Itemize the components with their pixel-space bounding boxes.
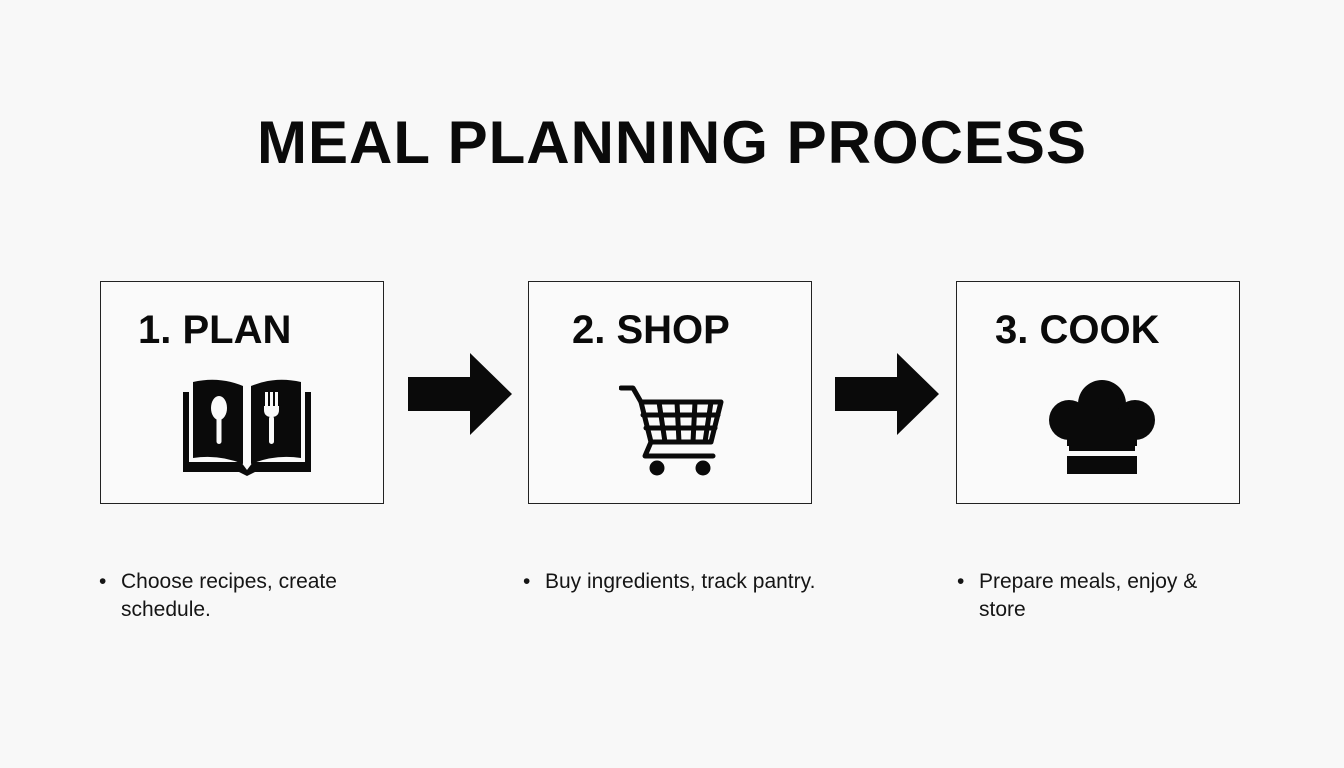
recipe-book-icon — [181, 378, 313, 481]
step-box-plan: 1. PLAN — [100, 281, 384, 504]
step-box-cook: 3. COOK — [956, 281, 1240, 504]
step-description-plan: • Choose recipes, create schedule. — [99, 568, 379, 628]
bullet-marker: • — [957, 570, 965, 593]
bullet-marker: • — [99, 570, 107, 593]
arrow-right-icon — [408, 353, 512, 435]
diagram-title: MEAL PLANNING PROCESS — [257, 109, 1087, 176]
step-description-shop: • Buy ingredients, track pantry. — [523, 568, 863, 628]
step-title-shop: 2. SHOP — [572, 308, 730, 352]
shopping-cart-icon — [618, 384, 725, 481]
description-text: Choose recipes, create schedule. — [121, 570, 337, 621]
chef-hat-icon — [1047, 380, 1157, 483]
step-title-cook: 3. COOK — [995, 308, 1160, 352]
step-description-cook: • Prepare meals, enjoy & store — [957, 568, 1237, 628]
step-title-plan: 1. PLAN — [138, 308, 292, 352]
step-box-shop: 2. SHOP — [528, 281, 812, 504]
bullet-marker: • — [523, 570, 531, 593]
description-text: Prepare meals, enjoy & store — [979, 570, 1198, 621]
description-text: Buy ingredients, track pantry. — [545, 570, 816, 593]
arrow-right-icon — [835, 353, 939, 435]
